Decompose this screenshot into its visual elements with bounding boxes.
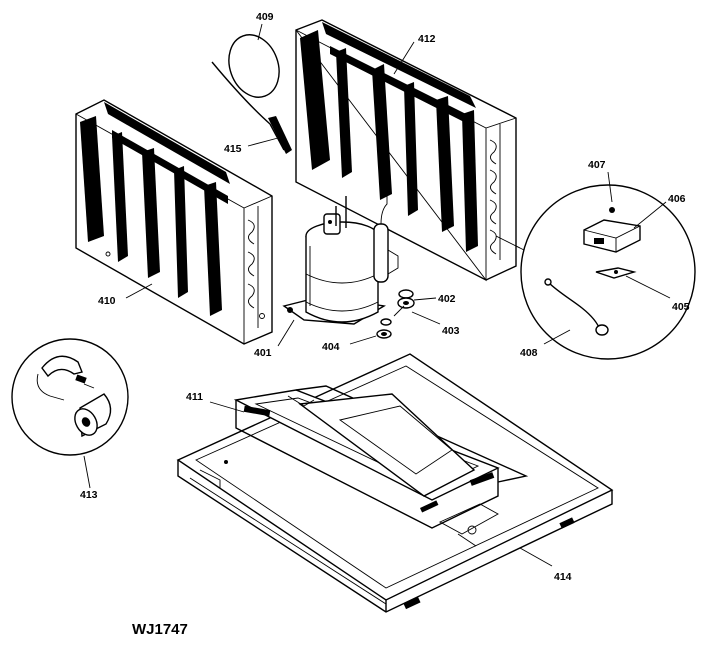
overload-clip-405 bbox=[595, 267, 637, 279]
callout-413: 413 bbox=[80, 489, 98, 501]
callout-404: 404 bbox=[322, 341, 340, 353]
evaporator-coil-410 bbox=[75, 99, 273, 345]
callout-414: 414 bbox=[554, 571, 572, 583]
overload-detail-circle bbox=[495, 184, 696, 360]
capillary-tube-409 bbox=[211, 34, 292, 154]
callout-410: 410 bbox=[98, 295, 116, 307]
callout-401: 401 bbox=[254, 347, 272, 359]
callout-406: 406 bbox=[668, 193, 686, 205]
compressor-401 bbox=[282, 194, 399, 325]
callout-415: 415 bbox=[224, 143, 242, 155]
callout-412: 412 bbox=[418, 33, 436, 45]
callout-407: 407 bbox=[588, 159, 606, 171]
callouts: 409 412 415 410 401 402 403 404 407 406 … bbox=[80, 11, 690, 583]
callout-402: 402 bbox=[438, 293, 456, 305]
drawing-id-label: WJ1747 bbox=[132, 621, 188, 638]
condenser-coil-412 bbox=[295, 19, 517, 282]
capacitor-413 bbox=[74, 393, 112, 438]
callout-409: 409 bbox=[256, 11, 274, 23]
overload-wire-408 bbox=[544, 278, 609, 336]
clamp-detail-circle bbox=[11, 338, 129, 456]
mount-hardware-402-404 bbox=[376, 289, 415, 339]
callout-411: 411 bbox=[186, 391, 203, 403]
callout-408: 408 bbox=[520, 347, 538, 359]
overload-protector-406 bbox=[583, 207, 641, 253]
condensate-tray-411 bbox=[233, 385, 529, 529]
leader-lines bbox=[83, 23, 671, 567]
callout-405: 405 bbox=[672, 301, 690, 313]
callout-403: 403 bbox=[442, 325, 460, 337]
clamp-413 bbox=[36, 355, 95, 401]
base-pan-414 bbox=[176, 353, 614, 613]
